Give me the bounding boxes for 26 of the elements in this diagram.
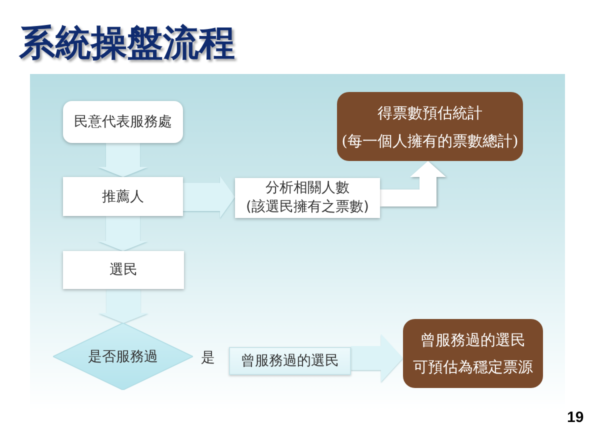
process-box <box>229 347 351 375</box>
branch-label: 是 <box>201 349 215 367</box>
step-label: (該選民擁有之票數) <box>246 198 369 217</box>
step-label: 推薦人 <box>102 188 144 206</box>
block-arrow <box>98 216 148 251</box>
step-label: 民意代表服務處 <box>74 113 172 132</box>
slide-title: 系統操盤流程 <box>19 22 235 64</box>
process-box <box>63 177 183 216</box>
step-label: 分析相關人數 <box>266 179 350 198</box>
result-label: 曾服務過的選民 <box>420 330 526 350</box>
process-box <box>63 101 183 143</box>
step-label: 選民 <box>110 261 138 280</box>
process-box <box>63 251 184 289</box>
block-arrow <box>98 143 148 177</box>
step-label: 曾服務過的選民 <box>241 352 339 371</box>
result-label: 可預估為穩定票源 <box>413 356 533 378</box>
block-arrow <box>351 334 403 382</box>
decision-diamond <box>53 323 193 390</box>
process-box <box>235 178 380 218</box>
result-box <box>403 319 543 388</box>
block-arrow <box>183 176 235 218</box>
result-label: 得票數預估統計 <box>378 102 482 124</box>
result-label: (每一個人擁有的票數總計) <box>342 130 518 152</box>
result-box <box>337 92 523 161</box>
page-number: 19 <box>567 409 584 426</box>
decision-label: 是否服務過 <box>88 348 158 366</box>
